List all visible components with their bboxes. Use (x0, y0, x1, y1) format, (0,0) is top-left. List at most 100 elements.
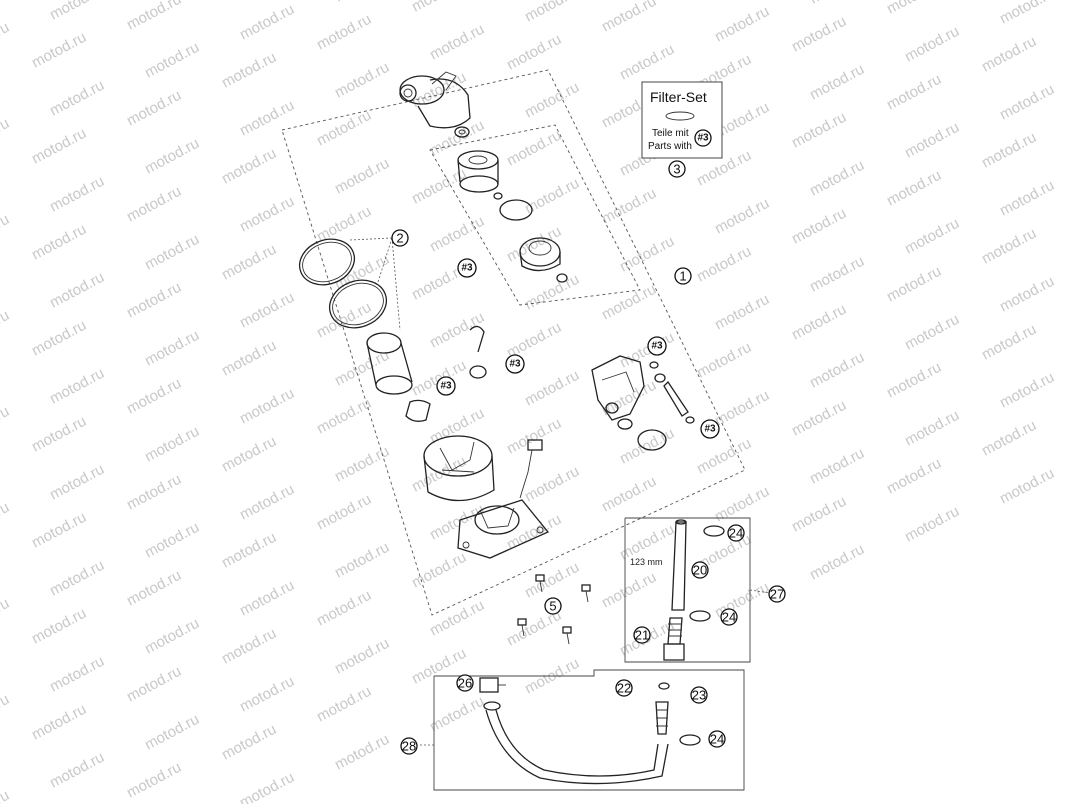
watermark-text: motod.ru (332, 731, 392, 774)
seal-ring (499, 199, 533, 221)
watermark-text: motod.ru (29, 701, 89, 744)
callout-24-bottom: 24 (708, 730, 726, 748)
watermark-text: motod.ru (902, 311, 962, 354)
watermark-text: motod.ru (29, 221, 89, 264)
callout-5: 5 (544, 597, 562, 615)
callout-26: 26 (456, 674, 474, 692)
o-ring (493, 192, 503, 200)
filter-set-ref: #3 (697, 133, 709, 144)
watermark-text: motod.ru (884, 455, 944, 498)
hose-fitting (663, 617, 685, 661)
watermark-text: motod.ru (902, 215, 962, 258)
svg-text:26: 26 (458, 676, 472, 691)
watermark-text: motod.ru (409, 357, 469, 400)
watermark-text: motod.ru (997, 81, 1057, 124)
watermark-text: motod.ru (522, 271, 582, 314)
watermark-text: motod.ru (142, 39, 202, 82)
watermark-text: motod.ru (332, 539, 392, 582)
watermark-text: motod.ru (807, 157, 867, 200)
watermark-text: motod.ru (522, 79, 582, 122)
watermark-text: motod.ru (219, 721, 279, 764)
hose-clamp (703, 525, 725, 537)
watermark-text: motod.ru (29, 605, 89, 648)
watermark-text: motod.ru (47, 0, 107, 24)
watermark-text: motod.ru (504, 223, 564, 266)
svg-text:#3: #3 (704, 424, 716, 435)
watermark-text: motod.ru (124, 279, 184, 322)
bracket (469, 325, 485, 353)
watermark-text: motod.ru (789, 109, 849, 152)
hose-clamp (689, 610, 711, 622)
watermark-text: motod.ru (884, 359, 944, 402)
watermark-text: motod.ru (789, 13, 849, 56)
watermark-text: motod.ru (47, 749, 107, 792)
watermark-text: motod.ru (617, 41, 677, 84)
watermark-text: motod.ru (237, 289, 297, 332)
watermark-text: motod.ru (0, 595, 12, 638)
watermark-text: motod.ru (124, 663, 184, 706)
watermark-text: motod.ru (29, 413, 89, 456)
filter-icon (665, 111, 695, 121)
svg-text:#3: #3 (509, 359, 521, 370)
watermark-text: motod.ru (617, 329, 677, 372)
watermark-text: motod.ru (237, 577, 297, 620)
large-seal-ring-2 (328, 279, 388, 329)
watermark-text: motod.ru (694, 243, 754, 286)
callout-1: 1 (674, 267, 692, 285)
watermark-text: motod.ru (219, 625, 279, 668)
watermark-text: motod.ru (0, 115, 12, 158)
hose-length-note: 123 mm (630, 557, 663, 567)
callout-21: 21 (633, 626, 651, 644)
watermark-text: motod.ru (789, 205, 849, 248)
svg-text:20: 20 (693, 563, 707, 578)
watermark-text: motod.ru (237, 193, 297, 236)
callout-23: 23 (690, 686, 708, 704)
watermark-text: motod.ru (807, 541, 867, 584)
watermark-text: motod.ru (332, 0, 392, 6)
watermark-text: motod.ru (124, 567, 184, 610)
watermark-text: motod.ru (599, 569, 659, 612)
watermark-text: motod.ru (0, 499, 12, 542)
large-seal-ring-1 (298, 238, 356, 286)
watermark-text: motod.ru (0, 691, 12, 734)
watermark-text: motod.ru (884, 263, 944, 306)
filter-subframe (429, 124, 641, 306)
ref-3-c: #3 (505, 354, 525, 374)
callout-28: 28 (400, 737, 418, 755)
watermark-text: motod.ru (522, 367, 582, 410)
watermark-text: motod.ru (142, 423, 202, 466)
filter-set-title: Filter-Set (650, 89, 707, 105)
watermark-text: motod.ru (409, 453, 469, 496)
watermark-text: motod.ru (712, 3, 772, 46)
watermark-text: motod.ru (314, 395, 374, 438)
svg-text:1: 1 (679, 269, 686, 284)
filter-set-line2: Parts with (648, 141, 692, 152)
watermark-text: motod.ru (599, 0, 659, 36)
watermark-text: motod.ru (427, 693, 487, 736)
svg-text:28: 28 (402, 739, 416, 754)
watermark-text: motod.ru (237, 1, 297, 44)
watermark-text: motod.ru (522, 0, 582, 26)
watermark-text: motod.ru (142, 231, 202, 274)
watermark-text: motod.ru (712, 387, 772, 430)
watermark-text: motod.ru (997, 177, 1057, 220)
watermark-text: motod.ru (47, 173, 107, 216)
filter-set-box: Filter-Set Teile mit Parts with #3 (641, 81, 723, 159)
watermark-text: motod.ru (219, 433, 279, 476)
watermark-text: motod.ru (29, 29, 89, 72)
watermark-text: motod.ru (124, 0, 184, 34)
watermark-text: motod.ru (789, 493, 849, 536)
watermark-text: motod.ru (979, 417, 1039, 460)
watermark-text: motod.ru (332, 155, 392, 198)
watermark-text: motod.ru (694, 339, 754, 382)
svg-text:24: 24 (710, 732, 724, 747)
watermark-text: motod.ru (712, 483, 772, 526)
hose-clamp (679, 734, 701, 746)
watermark-text: motod.ru (902, 503, 962, 546)
watermark-text: motod.ru (0, 19, 12, 62)
hose-kit-frame (624, 517, 751, 663)
watermark-text: motod.ru (47, 269, 107, 312)
watermark-text: motod.ru (237, 673, 297, 716)
